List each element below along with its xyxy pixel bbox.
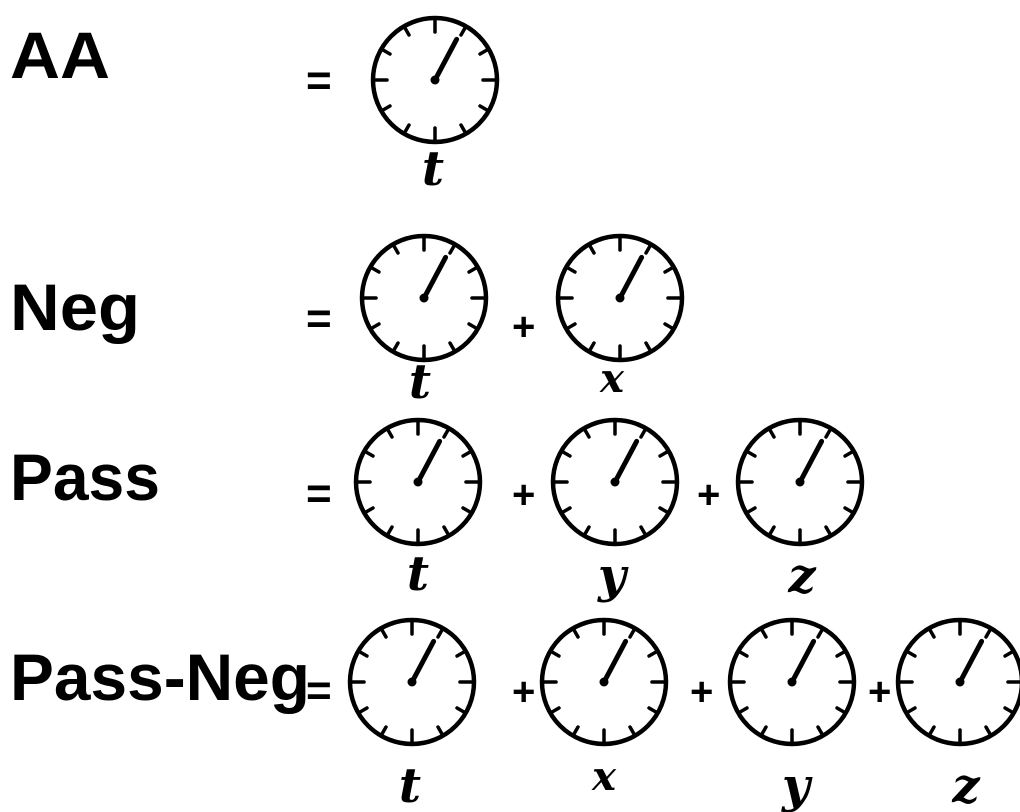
term-label-t: t bbox=[399, 758, 421, 812]
term-label-y: y bbox=[597, 548, 629, 604]
plus-sign: + bbox=[690, 670, 713, 714]
stopwatch-clock-icon bbox=[550, 417, 680, 547]
plus-sign: + bbox=[512, 305, 535, 349]
row-label-aa: AA bbox=[10, 18, 110, 92]
equals-sign: = bbox=[306, 294, 332, 343]
term-label-t: t bbox=[422, 141, 444, 197]
clock-group bbox=[347, 15, 1020, 747]
plus-sign: + bbox=[868, 670, 891, 714]
term-label-z: z bbox=[787, 548, 817, 604]
row-label-pass: Pass bbox=[10, 440, 160, 514]
plus-sign: + bbox=[697, 473, 720, 517]
term-label-z: z bbox=[951, 758, 981, 812]
stopwatch-clock-icon bbox=[347, 617, 477, 747]
stopwatch-clock-icon bbox=[735, 417, 865, 547]
stopwatch-clock-icon bbox=[539, 617, 669, 747]
stopwatch-clock-icon bbox=[359, 233, 489, 363]
term-label-x: x bbox=[591, 753, 617, 800]
stopwatch-clock-icon bbox=[555, 233, 685, 363]
term-label-t: t bbox=[409, 354, 431, 410]
term-label-t: t bbox=[407, 546, 429, 602]
term-label-y: y bbox=[781, 758, 813, 812]
row-label-pass-neg: Pass-Neg bbox=[10, 640, 310, 714]
plus-sign: + bbox=[512, 670, 535, 714]
stopwatch-clock-icon bbox=[370, 15, 500, 145]
equals-sign: = bbox=[306, 56, 332, 105]
term-label-x: x bbox=[599, 355, 625, 402]
equals-sign: = bbox=[306, 469, 332, 518]
stopwatch-clock-icon bbox=[727, 617, 857, 747]
row-label-neg: Neg bbox=[10, 270, 140, 344]
stopwatch-clock-icon bbox=[353, 417, 483, 547]
stopwatch-clock-icon bbox=[895, 617, 1020, 747]
equals-sign: = bbox=[306, 666, 332, 715]
plus-sign: + bbox=[512, 473, 535, 517]
